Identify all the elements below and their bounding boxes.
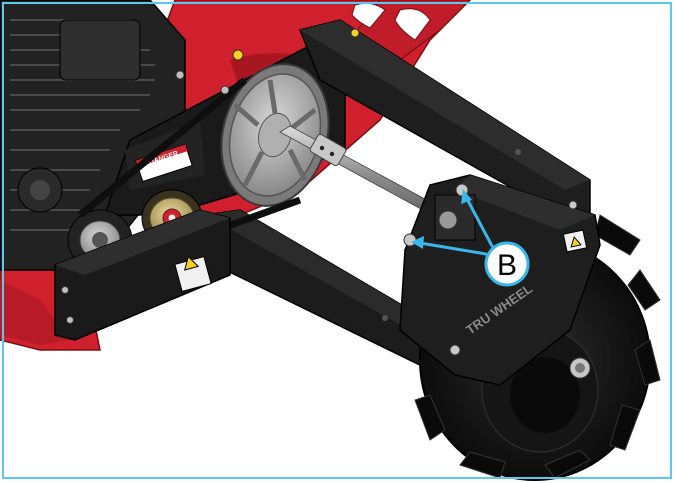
- callout-arrowheads: [411, 189, 472, 249]
- main-pulley: [220, 63, 330, 207]
- callout-label: B: [497, 249, 517, 282]
- front-weight-block: [54, 209, 231, 341]
- gearbox-housing: TRU WHEEL: [399, 174, 601, 386]
- callout-b: B: [484, 241, 530, 287]
- callout-leader-lines: [418, 195, 494, 256]
- frame-bolts: [61, 28, 360, 324]
